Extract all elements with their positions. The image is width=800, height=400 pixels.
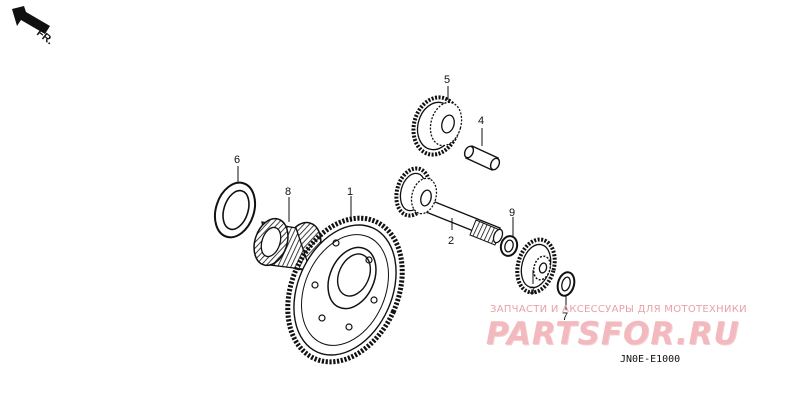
reduction-gear-3 [515, 237, 557, 295]
idle-gear-5 [411, 95, 463, 157]
small-washer-9 [499, 235, 519, 257]
watermark-logo: PARTSFOR.RU [486, 316, 740, 352]
leader-lines [237, 86, 567, 310]
callout-9: 9 [509, 207, 515, 219]
watermark-caption: ЗАПЧАСТИ И АКСЕССУАРЫ ДЛЯ МОТОТЕХНИКИ [490, 304, 747, 315]
callout-1: 1 [347, 186, 353, 198]
reduction-gear-shaft-2 [394, 166, 504, 246]
callout-8: 8 [285, 186, 291, 198]
callout-5: 5 [444, 74, 450, 86]
callout-7: 7 [562, 311, 568, 323]
callout-2: 2 [448, 235, 454, 247]
front-direction-arrow-icon: FR. [12, 6, 56, 47]
direction-label: FR. [34, 27, 55, 47]
callout-3: 3 [529, 285, 535, 297]
thrust-washer-7 [556, 271, 576, 297]
pin-shaft-4 [463, 145, 501, 171]
callout-6: 6 [234, 154, 240, 166]
needle-bearing-8 [253, 217, 322, 271]
thrust-washer-6 [213, 181, 257, 239]
callout-4: 4 [478, 115, 484, 127]
diagram-code: JN0E-E1000 [620, 354, 681, 365]
starter-driven-gear-1 [285, 215, 405, 365]
